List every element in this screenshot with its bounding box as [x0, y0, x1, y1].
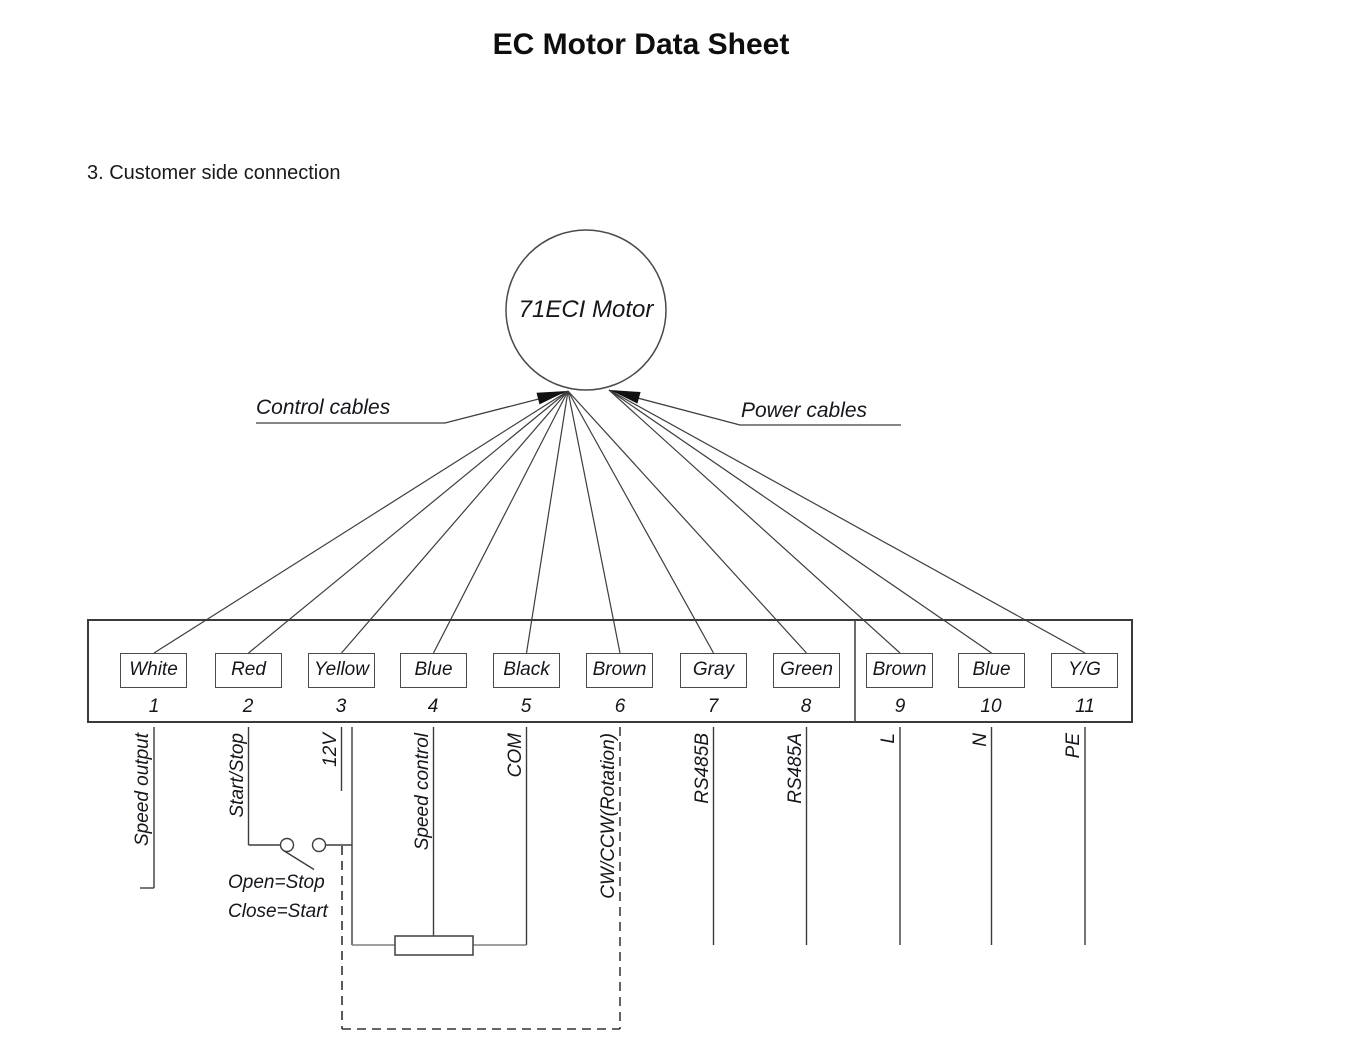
- terminal-number-2: 2: [242, 696, 254, 717]
- control-arrowhead: [536, 391, 567, 405]
- signal-label-n: N: [969, 733, 991, 747]
- motor-label: 71ECI Motor: [518, 296, 654, 323]
- terminal-number-6: 6: [614, 696, 626, 717]
- terminal-color-box-10: Blue: [958, 653, 1025, 688]
- terminal-wires: [140, 727, 1086, 1029]
- speed-control-potentiometer: [352, 935, 527, 956]
- switch-blade: [283, 849, 315, 871]
- terminal-color-box-3: Yellow: [308, 653, 375, 688]
- power-cables-label: Power cables: [741, 399, 868, 422]
- terminal-number-9: 9: [894, 696, 906, 717]
- section-heading: 3. Customer side connection: [87, 162, 341, 184]
- terminal-color-box-9: Brown: [866, 653, 933, 688]
- terminal-color-box-7: Gray: [680, 653, 747, 688]
- signal-label-rs485b: RS485B: [691, 733, 713, 804]
- power-cable-fan: [608, 389, 1086, 654]
- terminal-color-box-6: Brown: [586, 653, 653, 688]
- motor-circle: [505, 229, 667, 391]
- signal-label-12v: 12V: [319, 733, 341, 767]
- dashed-enclosure: [341, 846, 620, 1030]
- terminal-number-3: 3: [335, 696, 347, 717]
- signal-label-speed-output: Speed output: [132, 733, 153, 847]
- terminal-number-10: 10: [980, 696, 1002, 717]
- power-cables-leader: [610, 390, 901, 426]
- control-cables-label: Control cables: [256, 396, 391, 419]
- terminal-color-box-2: Red: [215, 653, 282, 688]
- terminal-color-box-1: White: [120, 653, 187, 688]
- signal-label-start-stop: Start/Stop: [226, 733, 248, 818]
- terminal-block-outline: [87, 619, 1133, 723]
- power-arrowhead: [610, 390, 641, 404]
- signal-label-pe: PE: [1063, 733, 1084, 759]
- terminal-number-1: 1: [148, 696, 160, 717]
- signal-label-cw-ccw: CW/CCW(Rotation): [598, 733, 619, 899]
- control-cables-leader: [256, 391, 567, 424]
- terminal-color-box-5: Black: [493, 653, 560, 688]
- potentiometer-body: [394, 935, 474, 956]
- start-stop-switch: [248, 837, 352, 871]
- terminal-number-4: 4: [427, 696, 439, 717]
- arrowheads: [536, 390, 641, 405]
- switch-note-open: Open=Stop: [228, 872, 325, 893]
- terminal-number-5: 5: [520, 696, 532, 717]
- terminal-number-8: 8: [800, 696, 812, 717]
- terminal-number-11: 11: [1075, 696, 1095, 717]
- switch-contact-right: [311, 837, 327, 853]
- page-title: EC Motor Data Sheet: [492, 28, 790, 61]
- terminal-number-7: 7: [707, 696, 719, 717]
- signal-label-com: COM: [504, 733, 526, 778]
- signal-label-rs485a: RS485A: [784, 733, 806, 804]
- terminal-color-box-8: Green: [773, 653, 840, 688]
- signal-label-l: L: [878, 733, 899, 744]
- switch-contact-left: [279, 837, 295, 853]
- terminal-color-box-4: Blue: [400, 653, 467, 688]
- terminal-color-box-11: Y/G: [1051, 653, 1118, 688]
- signal-label-speed-control: Speed control: [411, 733, 433, 851]
- switch-note-close: Close=Start: [228, 901, 328, 922]
- control-cable-fan: [153, 390, 807, 654]
- leader-lines: [256, 390, 901, 426]
